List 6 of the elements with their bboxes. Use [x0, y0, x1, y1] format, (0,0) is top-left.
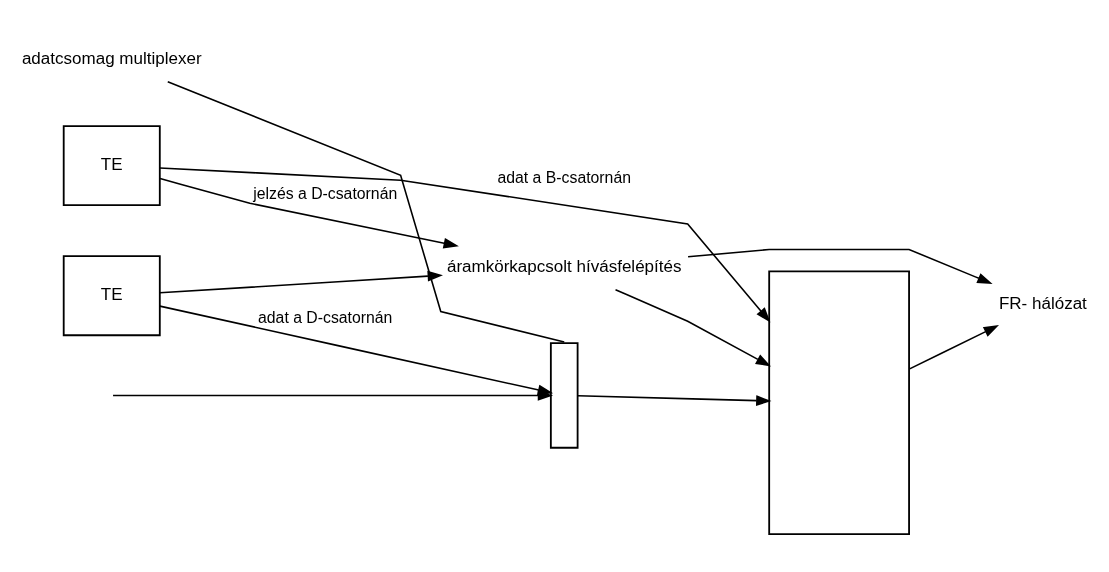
node-text: áramkörkapcsolt hívásfelépítés: [446, 257, 682, 277]
edge-label: adat a D-csatornán: [258, 308, 393, 326]
edge-label: adat a B-csatornán: [497, 169, 631, 187]
node-text: FR- hálózat: [998, 293, 1087, 313]
node-text: adatcsomag multiplexer: [21, 49, 202, 69]
edge-label: jelzés a D-csatornán: [253, 184, 398, 202]
